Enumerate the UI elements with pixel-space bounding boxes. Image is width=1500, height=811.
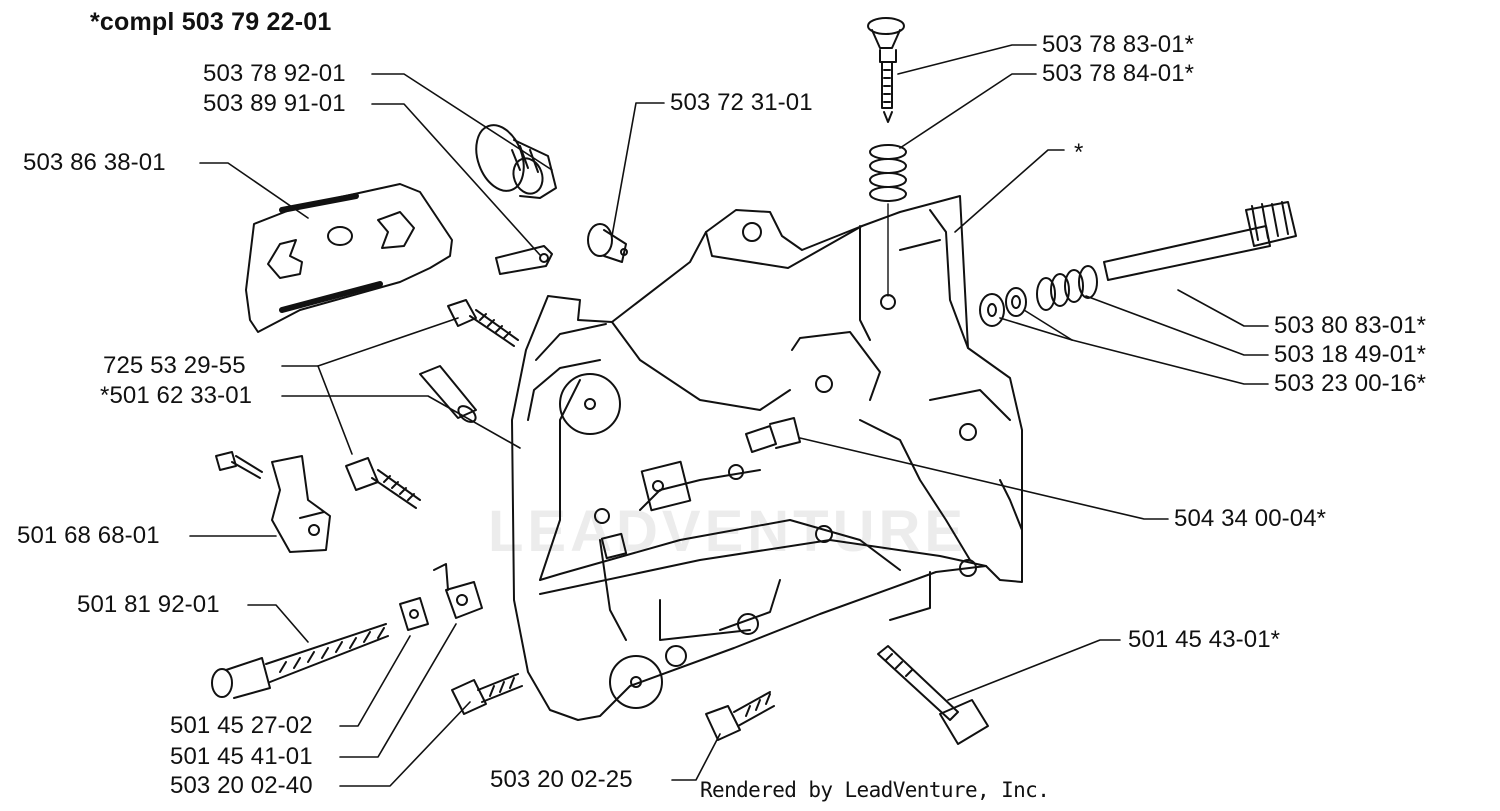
part-label-501-68-68-01: 501 68 68-01 [17, 522, 160, 549]
part-label-503-20-02-25: 503 20 02-25 [490, 766, 633, 793]
cover-housing [511, 195, 1023, 721]
leader-p3 [199, 162, 309, 219]
part-label-501-45-27-02: 501 45 27-02 [170, 712, 313, 739]
leader-p5 [897, 44, 1037, 75]
part-label-503-72-31-01: 503 72 31-01 [670, 89, 813, 116]
part-label-503-23-00-16: 503 23 00-16* [1274, 370, 1427, 397]
sleeve [419, 365, 477, 423]
leader-p10 [1177, 289, 1269, 327]
screw-upper-left [447, 299, 519, 347]
part-label-725-53-29-55: 725 53 29-55 [103, 352, 246, 379]
part-label-503-86-38-01: 503 86 38-01 [23, 149, 166, 176]
leader-p6 [899, 73, 1037, 149]
part-label-504-34-00-04: 504 34 00-04* [1174, 505, 1327, 532]
part-label-asterisk: * [1074, 139, 1084, 166]
part-label-503-80-83-01: 503 80 83-01* [1274, 312, 1427, 339]
leader-p11 [1085, 295, 1269, 356]
long-adjust-screw [211, 623, 389, 699]
leader-p7 [954, 149, 1065, 233]
part-label-503-89-91-01: 503 89 91-01 [203, 90, 346, 117]
part-label-501-45-41-01: 501 45 41-01 [170, 743, 313, 770]
part-label-503-20-02-40: 503 20 02-40 [170, 772, 313, 799]
oil-pump-screw [867, 17, 905, 123]
leader-p9 [281, 395, 521, 449]
leader-p12b [999, 317, 1073, 341]
leader-p15 [247, 604, 309, 643]
leader-p14 [799, 437, 1169, 520]
part-label-503-78-92-01: 503 78 92-01 [203, 60, 346, 87]
part-label-503-78-84-01: 503 78 84-01* [1042, 60, 1195, 87]
leader-p12a [1071, 339, 1269, 385]
leader-lines [189, 44, 1269, 787]
top-spring [869, 144, 907, 297]
leader-p8a [281, 317, 459, 367]
screw-mid-left [345, 457, 421, 509]
leader-p8b [317, 365, 353, 455]
render-credit: Rendered by LeadVenture, Inc. [700, 778, 1050, 802]
screw-bottom [705, 691, 775, 741]
part-label-501-45-43-01: 501 45 43-01* [1128, 626, 1281, 653]
leader-p18 [339, 623, 457, 758]
leader-p16 [947, 639, 1121, 701]
tensioner-shaft [1103, 201, 1297, 281]
washers [979, 287, 1027, 327]
screw-lower-left [451, 673, 523, 715]
tensioner-plug [475, 124, 557, 199]
leader-p2 [371, 103, 541, 256]
tensioner-spring [1036, 265, 1098, 311]
assembly-title: *compl 503 79 22-01 [90, 8, 332, 36]
bolt-bottom-right [877, 645, 989, 745]
guide-plate [245, 183, 453, 333]
tensioner-nut [433, 563, 483, 619]
leader-p19 [339, 701, 471, 787]
part-label-503-78-83-01: 503 78 83-01* [1042, 31, 1195, 58]
lever-pin [745, 417, 801, 453]
leader-p17 [339, 635, 411, 727]
part-label-501-62-33-01: *501 62 33-01 [100, 382, 253, 409]
part-label-501-81-92-01: 501 81 92-01 [77, 591, 220, 618]
leader-p12c [1023, 309, 1073, 341]
leader-p20 [671, 733, 721, 781]
brake-spring-clip [215, 451, 331, 553]
leader-p4 [611, 102, 665, 237]
leader-p1 [371, 73, 553, 171]
square-nut [399, 597, 429, 631]
part-label-503-18-49-01: 503 18 49-01* [1274, 341, 1427, 368]
rivet-part [587, 223, 628, 263]
pin-part [495, 245, 553, 275]
